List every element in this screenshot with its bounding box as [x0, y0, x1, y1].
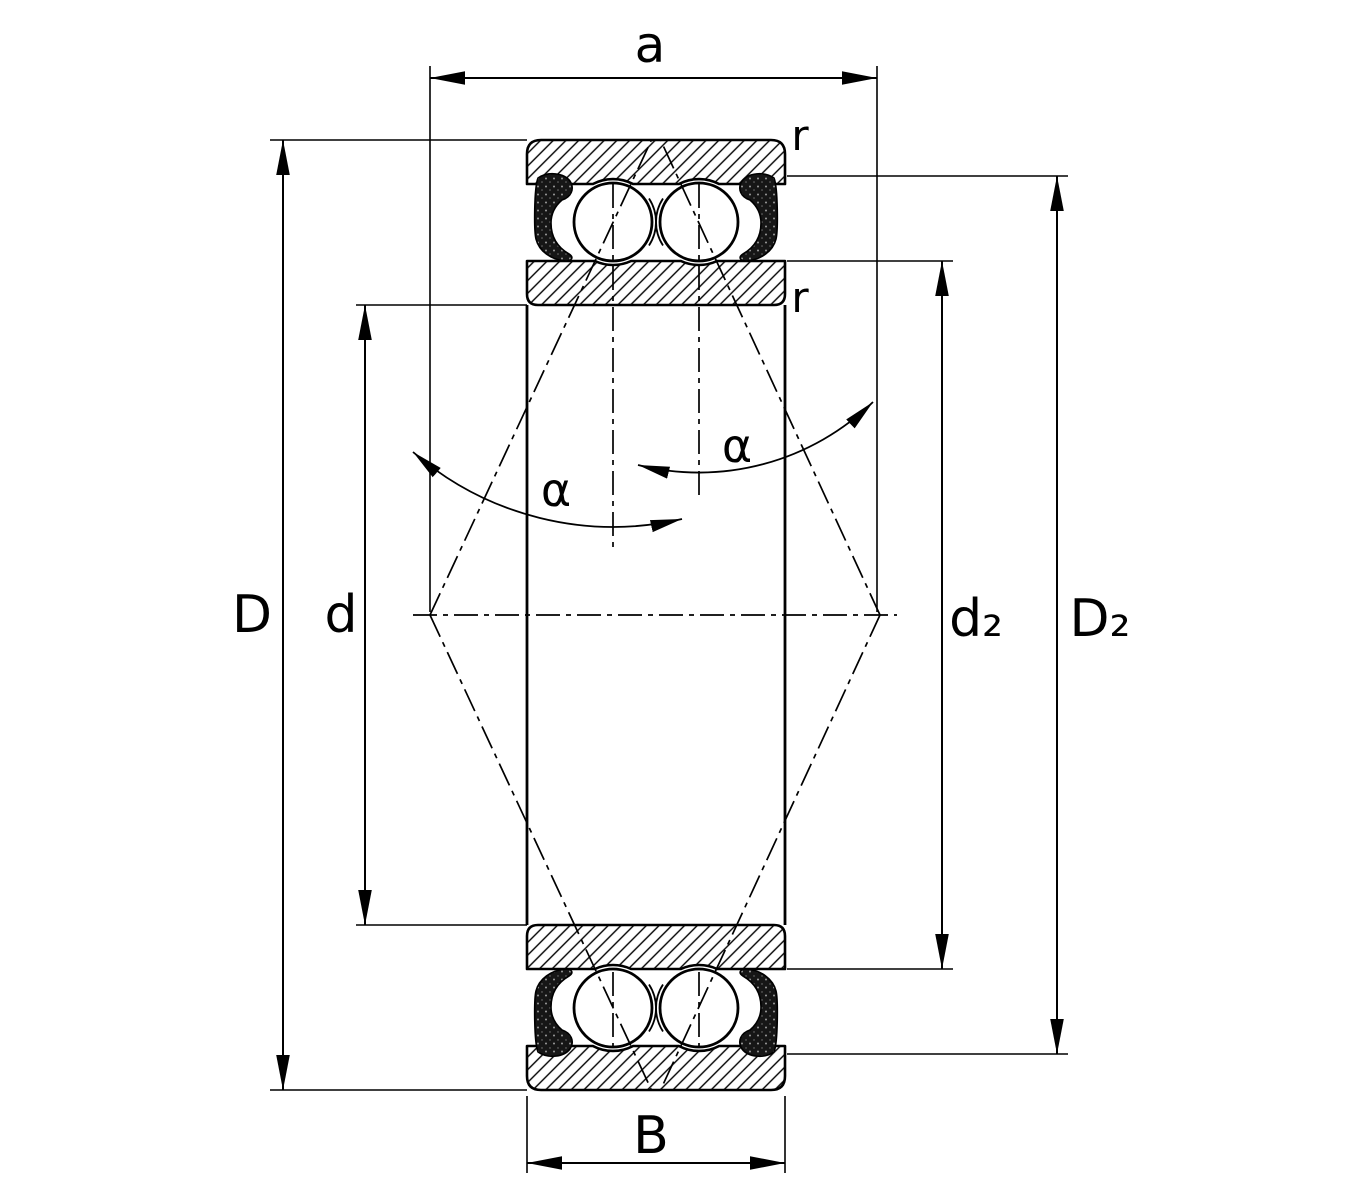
contact-line-top-left [429, 140, 652, 616]
contact-angle-annotation: α α [412, 401, 874, 533]
radius-label-r2: r [791, 273, 809, 322]
cage-line [655, 198, 664, 246]
contact-line-bottom-left [429, 614, 652, 1090]
dim-label-D: D [232, 585, 272, 645]
cage-line [655, 984, 664, 1032]
alpha-arc-left [412, 451, 683, 533]
outer-ring-section-bottom [525, 1044, 787, 1092]
inner-ring-section-top [525, 259, 787, 307]
contact-line-bottom-right [660, 614, 881, 1090]
radius-labels: r r [791, 111, 809, 322]
outer-ring-section-top [525, 138, 787, 186]
dimension-a: a [429, 16, 878, 612]
bottom-section [525, 923, 787, 1092]
dim-label-D2: D₂ [1070, 589, 1131, 649]
dim-label-B: B [633, 1106, 669, 1166]
top-section [525, 138, 787, 307]
alpha-arc-right [637, 401, 874, 479]
alpha-label-left: α [541, 463, 571, 517]
inner-ring-section-bottom [525, 923, 787, 971]
dim-label-a: a [635, 16, 666, 74]
dim-label-d: d [324, 585, 357, 645]
dimension-d: d [324, 304, 527, 926]
dimension-D: D [232, 139, 527, 1091]
dimension-d2: d₂ [787, 260, 1003, 970]
seal-bottom-left [533, 968, 573, 1058]
center-lines [413, 140, 897, 1090]
dimension-D2: D₂ [787, 175, 1131, 1055]
seal-bottom-right [739, 968, 779, 1058]
dimension-B: B [526, 1096, 786, 1173]
seal-top-left [533, 172, 573, 262]
radius-label-r1: r [791, 111, 809, 160]
contact-line-top-right [660, 140, 881, 616]
seal-top-right [739, 172, 779, 262]
alpha-label-right: α [722, 419, 752, 473]
dim-label-d2: d₂ [949, 589, 1003, 649]
